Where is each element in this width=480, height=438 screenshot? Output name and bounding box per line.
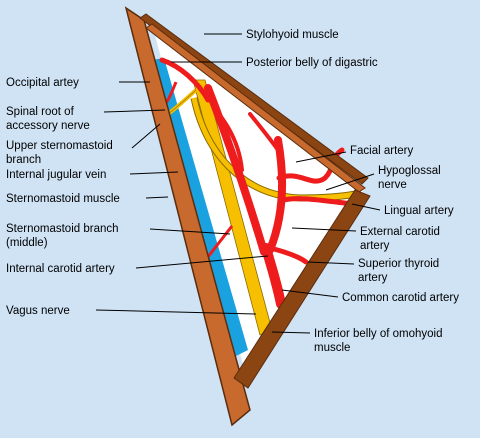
label-posterior-belly: Posterior belly of digastric xyxy=(246,57,378,69)
leader-ijv xyxy=(129,171,179,175)
label-upper-branch-line1: Upper sternomastoid xyxy=(6,140,113,152)
leader-facial xyxy=(295,151,347,163)
internal-carotid-artery xyxy=(204,84,268,256)
internal-jugular-vein xyxy=(152,58,248,356)
accessory-nerve-outline xyxy=(167,89,197,115)
label-middle-branch-line2: (middle) xyxy=(6,237,48,249)
leader-vagus xyxy=(95,309,257,315)
label-upper-branch-line2: branch xyxy=(6,154,41,166)
omohyoid-inferior-belly xyxy=(233,189,371,389)
labels: Stylohyoid muscle Posterior belly of dig… xyxy=(6,29,459,354)
leader-hypoglossal xyxy=(325,173,375,191)
hypoglossal-nerve-fill xyxy=(191,97,357,201)
leader-spinal-root xyxy=(103,109,166,113)
label-cca: Common carotid artery xyxy=(342,292,459,304)
leader-lingual xyxy=(351,203,381,211)
external-carotid-artery xyxy=(266,136,287,254)
label-occipital: Occipital artey xyxy=(6,77,79,89)
label-scm: Sternomastoid muscle xyxy=(6,193,120,205)
label-ijv: Internal jugular vein xyxy=(6,169,106,181)
leader-lines xyxy=(95,33,381,334)
sternomastoid-muscle xyxy=(124,6,251,427)
leader-scm xyxy=(145,196,169,199)
label-sup-thyroid-line1: Superior thyroid xyxy=(358,258,439,270)
label-ica: Internal carotid artery xyxy=(6,263,115,275)
label-eca-line2: artery xyxy=(360,240,390,252)
label-hypoglossal-line1: Hypoglossal xyxy=(378,165,441,177)
leader-middle-branch xyxy=(149,228,231,235)
label-lingual: Lingual artery xyxy=(384,205,454,217)
label-facial: Facial artery xyxy=(350,145,414,157)
leader-ica xyxy=(135,255,269,269)
label-eca-line1: External carotid xyxy=(360,226,440,238)
label-middle-branch-line1: Sternomastoid branch xyxy=(6,223,119,235)
leader-omohyoid xyxy=(271,331,311,334)
leader-cca xyxy=(281,289,339,298)
label-omohyoid-line2: muscle xyxy=(314,342,350,354)
digastric-posterior-belly xyxy=(145,23,366,193)
leader-sup-thyroid xyxy=(307,261,355,265)
leader-eca xyxy=(291,227,357,232)
label-omohyoid-line1: Inferior belly of omohyoid xyxy=(314,328,442,340)
label-hypoglossal-line2: nerve xyxy=(378,179,407,191)
occipital-artery xyxy=(159,57,211,103)
ica-branch-loop xyxy=(220,116,244,172)
leader-upper-branch xyxy=(131,123,161,149)
eca-branch-loop xyxy=(248,112,280,152)
label-stylohyoid: Stylohyoid muscle xyxy=(246,29,339,41)
label-spinal-root-line2: accessory nerve xyxy=(6,120,90,132)
superior-thyroid-artery xyxy=(267,245,309,265)
label-vagus: Vagus nerve xyxy=(6,305,70,317)
label-spinal-root-line1: Spinal root of xyxy=(6,106,75,118)
label-sup-thyroid-line2: artery xyxy=(358,272,388,284)
